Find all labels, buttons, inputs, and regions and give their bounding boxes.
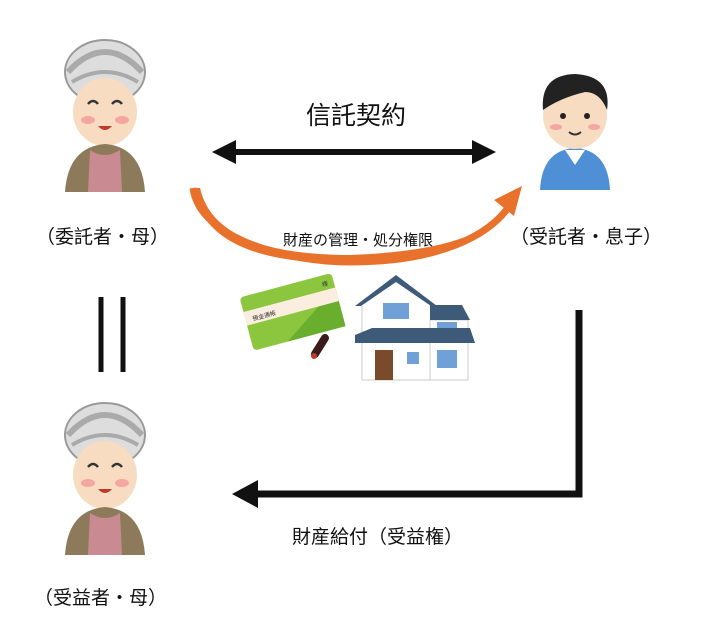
authority-label: 財産の管理・処分権限 — [283, 231, 433, 249]
equals-sign — [98, 297, 126, 372]
settlor-mother-illustration — [65, 40, 145, 192]
contract-label: 信託契約 — [306, 101, 406, 130]
beneficiary-label: （受益者・母） — [34, 587, 168, 609]
benefit-arrow — [232, 310, 583, 508]
authority-orange-arrow — [189, 186, 522, 266]
house-illustration — [355, 275, 475, 381]
trustee-label: （受託者・息子） — [510, 226, 663, 248]
passbook-illustration: 預金通帳 様 — [240, 273, 346, 350]
contract-double-arrow — [212, 140, 496, 164]
passbook-suffix: 様 — [321, 279, 329, 288]
beneficiary-mother-illustration — [65, 403, 145, 555]
settlor-label: （委託者・母） — [36, 226, 170, 248]
seal-stamp-icon — [311, 334, 329, 359]
benefit-label: 財産給付（受益権） — [292, 526, 464, 548]
trustee-son-illustration — [540, 74, 610, 190]
